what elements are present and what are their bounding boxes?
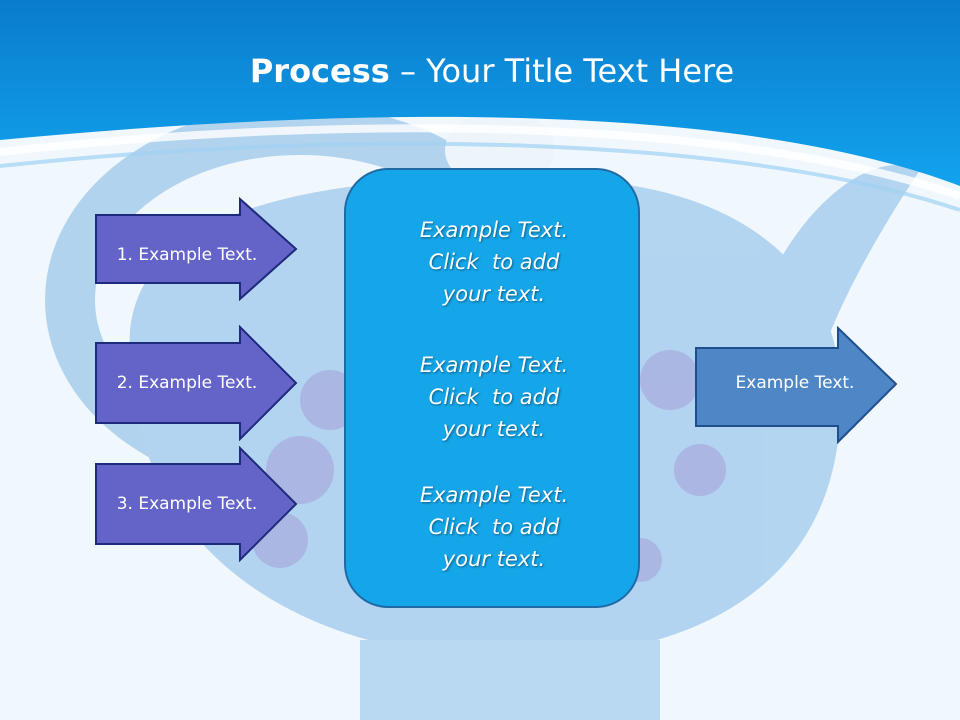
title-strong: Process <box>249 52 390 90</box>
title-dash: – <box>389 52 427 90</box>
center-text-2-line-1: Example Text. <box>419 353 569 377</box>
center-text-2-line-3: your text. <box>442 417 546 441</box>
slide-title: Process – Your Title Text Here <box>0 52 960 90</box>
title-rest: Your Title Text Here <box>426 52 735 90</box>
center-text-2-line-2: Click to add <box>428 385 560 409</box>
center-process-box: Example Text. Click to add your text. Ex… <box>344 168 640 608</box>
center-text-3-line-3: your text. <box>442 547 546 571</box>
output-arrow <box>695 326 898 444</box>
center-text-3: Example Text. Click to add your text. <box>346 479 642 575</box>
input-arrow-2-label: 2. Example Text. <box>116 373 258 393</box>
center-text-1-line-3: your text. <box>442 282 546 306</box>
input-arrow-3-label: 3. Example Text. <box>116 494 258 514</box>
center-text-1-line-1: Example Text. <box>419 218 569 242</box>
header-band <box>0 0 960 186</box>
input-arrow-1-label: 1. Example Text. <box>116 245 258 265</box>
center-text-3-line-2: Click to add <box>428 515 560 539</box>
center-text-1-line-2: Click to add <box>428 250 560 274</box>
input-arrow-3 <box>95 446 298 562</box>
center-text-3-line-1: Example Text. <box>419 483 569 507</box>
center-text-1: Example Text. Click to add your text. <box>346 214 642 310</box>
input-arrow-2 <box>95 325 298 441</box>
center-text-2: Example Text. Click to add your text. <box>346 349 642 445</box>
input-arrow-1 <box>95 197 298 301</box>
output-arrow-label: Example Text. <box>735 373 855 393</box>
